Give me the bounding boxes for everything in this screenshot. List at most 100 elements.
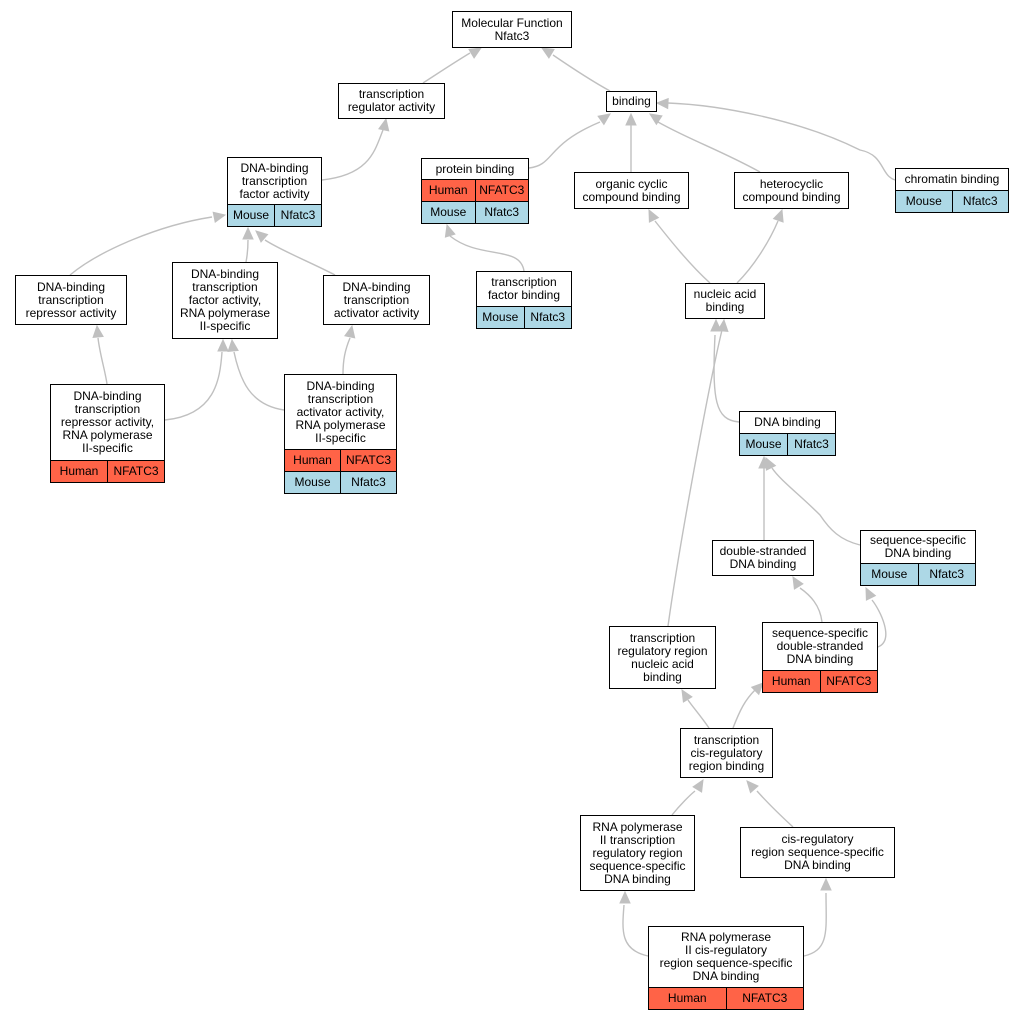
species-cell: Human bbox=[667, 991, 707, 1005]
edge-chb-binding bbox=[667, 102, 896, 181]
arrowhead-chb-binding bbox=[655, 97, 669, 110]
species-cell: Human bbox=[59, 464, 99, 478]
gene-cell: Nfatc3 bbox=[951, 191, 1009, 212]
go-term-node-dbtfa2: DNA-binding transcription factor activit… bbox=[172, 262, 278, 339]
arrowhead-tcrrb-trrnab bbox=[681, 688, 693, 703]
arrowhead-rnap2trr-tcrrb bbox=[692, 778, 704, 793]
go-term-label: transcription factor binding bbox=[487, 275, 561, 302]
arrowhead-hcb-binding bbox=[648, 113, 663, 126]
go-term-node-dbtaa: DNA-binding transcription activator acti… bbox=[323, 275, 430, 325]
edge-nab-ocb bbox=[654, 220, 711, 284]
species-cell: Mouse bbox=[482, 310, 519, 324]
gene-cell: NFATC3 bbox=[819, 671, 878, 692]
arrowhead-dbtaa2-dbtfa2 bbox=[227, 338, 239, 352]
species-cell: Mouse bbox=[294, 475, 331, 489]
go-term-label: sequence-specific DNA binding bbox=[869, 533, 967, 560]
edge-tcrrb-ssdsdb bbox=[732, 689, 756, 729]
edge-dbtra2-dbtfa2 bbox=[164, 351, 223, 421]
edge-binding-mf bbox=[552, 54, 611, 92]
go-term-label: protein binding bbox=[435, 161, 515, 176]
arrowhead-dbtra2-dbtfa2 bbox=[217, 338, 229, 352]
species-cell: Mouse bbox=[871, 567, 908, 581]
annotation-row-mouse: Mouse Nfatc3 bbox=[740, 433, 835, 455]
edge-dbtra-dbtfa bbox=[69, 216, 213, 276]
edge-crssdb-tcrrb bbox=[756, 790, 794, 828]
go-term-label: DNA binding bbox=[754, 415, 821, 429]
species-cell: Human bbox=[771, 674, 811, 688]
go-term-label: binding bbox=[612, 94, 651, 108]
arrowhead-ssdsdb-dsdb bbox=[792, 575, 804, 590]
gene-cell: Nfatc3 bbox=[523, 307, 572, 328]
go-term-node-dbtfa: DNA-binding transcription factor activit… bbox=[227, 157, 322, 227]
edge-tra-mf bbox=[422, 52, 471, 84]
go-term-label: chromatin binding bbox=[904, 172, 1000, 186]
go-term-node-hcb: heterocyclic compound binding bbox=[734, 172, 849, 209]
arrowhead-dbtfa2-dbtfa bbox=[242, 226, 254, 240]
arrowhead-dbtaa2-dbtaa bbox=[344, 324, 356, 339]
go-term-label: nucleic acid binding bbox=[693, 287, 757, 314]
go-term-label: Molecular Function Nfatc3 bbox=[461, 15, 563, 43]
go-term-label: heterocyclic compound binding bbox=[742, 176, 841, 204]
edge-tfb-pb bbox=[449, 235, 525, 272]
go-term-node-nab: nucleic acid binding bbox=[685, 283, 765, 319]
go-term-node-crssdb: cis-regulatory region sequence-specific … bbox=[740, 827, 895, 878]
go-term-label: transcription cis-regulatory region bind… bbox=[688, 732, 765, 773]
annotation-row-human: Human NFATC3 bbox=[649, 987, 803, 1009]
go-term-node-tra: transcription regulator activity bbox=[338, 83, 445, 119]
go-term-label: RNA polymerase II cis-regulatory region … bbox=[659, 930, 793, 983]
gene-cell: NFATC3 bbox=[725, 988, 804, 1009]
go-term-node-dsdb: double-stranded DNA binding bbox=[712, 540, 814, 576]
edge-ssdb-dnab bbox=[771, 467, 861, 546]
annotation-row-mouse: Mouse Nfatc3 bbox=[896, 190, 1008, 212]
edge-dbtfa2-dbtfa bbox=[245, 239, 249, 263]
edge-dnab-nab bbox=[713, 334, 740, 423]
edge-rnap2cr-rnap2trr bbox=[622, 904, 649, 957]
gene-cell: Nfatc3 bbox=[274, 205, 321, 226]
go-term-label: DNA-binding transcription activator acti… bbox=[333, 279, 420, 320]
arrowhead-dnab-nab bbox=[710, 318, 722, 332]
go-term-label: DNA-binding transcription factor activit… bbox=[179, 267, 271, 333]
edge-dbtaa2-dbtaa bbox=[342, 337, 351, 375]
go-term-label: cis-regulatory region sequence-specific … bbox=[751, 832, 884, 872]
arrowhead-ssdb-dnab bbox=[765, 456, 777, 471]
species-cell: Mouse bbox=[905, 194, 942, 208]
go-term-label: transcription regulatory region nucleic … bbox=[617, 630, 708, 684]
gene-cell: Nfatc3 bbox=[917, 564, 976, 585]
go-term-node-rnap2cr: RNA polymerase II cis-regulatory region … bbox=[648, 926, 804, 1010]
gene-cell: Nfatc3 bbox=[787, 434, 835, 455]
species-cell: Mouse bbox=[745, 437, 782, 451]
go-term-node-ocb: organic cyclic compound binding bbox=[574, 172, 689, 209]
species-cell: Human bbox=[428, 183, 468, 197]
go-term-node-rnap2trr: RNA polymerase II transcription regulato… bbox=[580, 815, 695, 891]
edge-ssdsdb-ssdb bbox=[871, 599, 887, 648]
edge-tcrrb-trrnab bbox=[687, 699, 710, 729]
edge-trrnab-nab bbox=[667, 329, 723, 627]
arrowhead-rnap2cr-crssdb bbox=[820, 877, 832, 891]
go-term-node-dbtra: DNA-binding transcription repressor acti… bbox=[15, 275, 127, 325]
arrowhead-dbtra-dbtfa bbox=[212, 211, 227, 223]
arrowhead-pb-binding bbox=[597, 113, 611, 126]
go-term-label: DNA-binding transcription factor activit… bbox=[239, 160, 310, 201]
go-term-label: DNA-binding transcription activator acti… bbox=[295, 378, 386, 445]
go-term-label: transcription regulator activity bbox=[347, 87, 436, 114]
gene-cell: NFATC3 bbox=[107, 461, 164, 482]
go-term-node-ssdsdb: sequence-specific double-stranded DNA bi… bbox=[762, 622, 878, 693]
arrowhead-dbtra2-dbtra bbox=[92, 324, 104, 338]
go-term-label: organic cyclic compound binding bbox=[582, 176, 681, 204]
arrowhead-dbtaa-dbtfa bbox=[255, 230, 269, 243]
annotation-row-mouse: Mouse Nfatc3 bbox=[861, 563, 975, 585]
gene-cell: Nfatc3 bbox=[474, 202, 529, 223]
go-term-label: RNA polymerase II transcription regulato… bbox=[589, 819, 686, 886]
edge-dbtra2-dbtra bbox=[97, 337, 108, 385]
arrowhead-dbtfa-tra bbox=[378, 117, 390, 132]
edge-rnap2cr-crssdb bbox=[803, 892, 827, 957]
go-term-node-dbtaa2: DNA-binding transcription activator acti… bbox=[284, 374, 397, 494]
